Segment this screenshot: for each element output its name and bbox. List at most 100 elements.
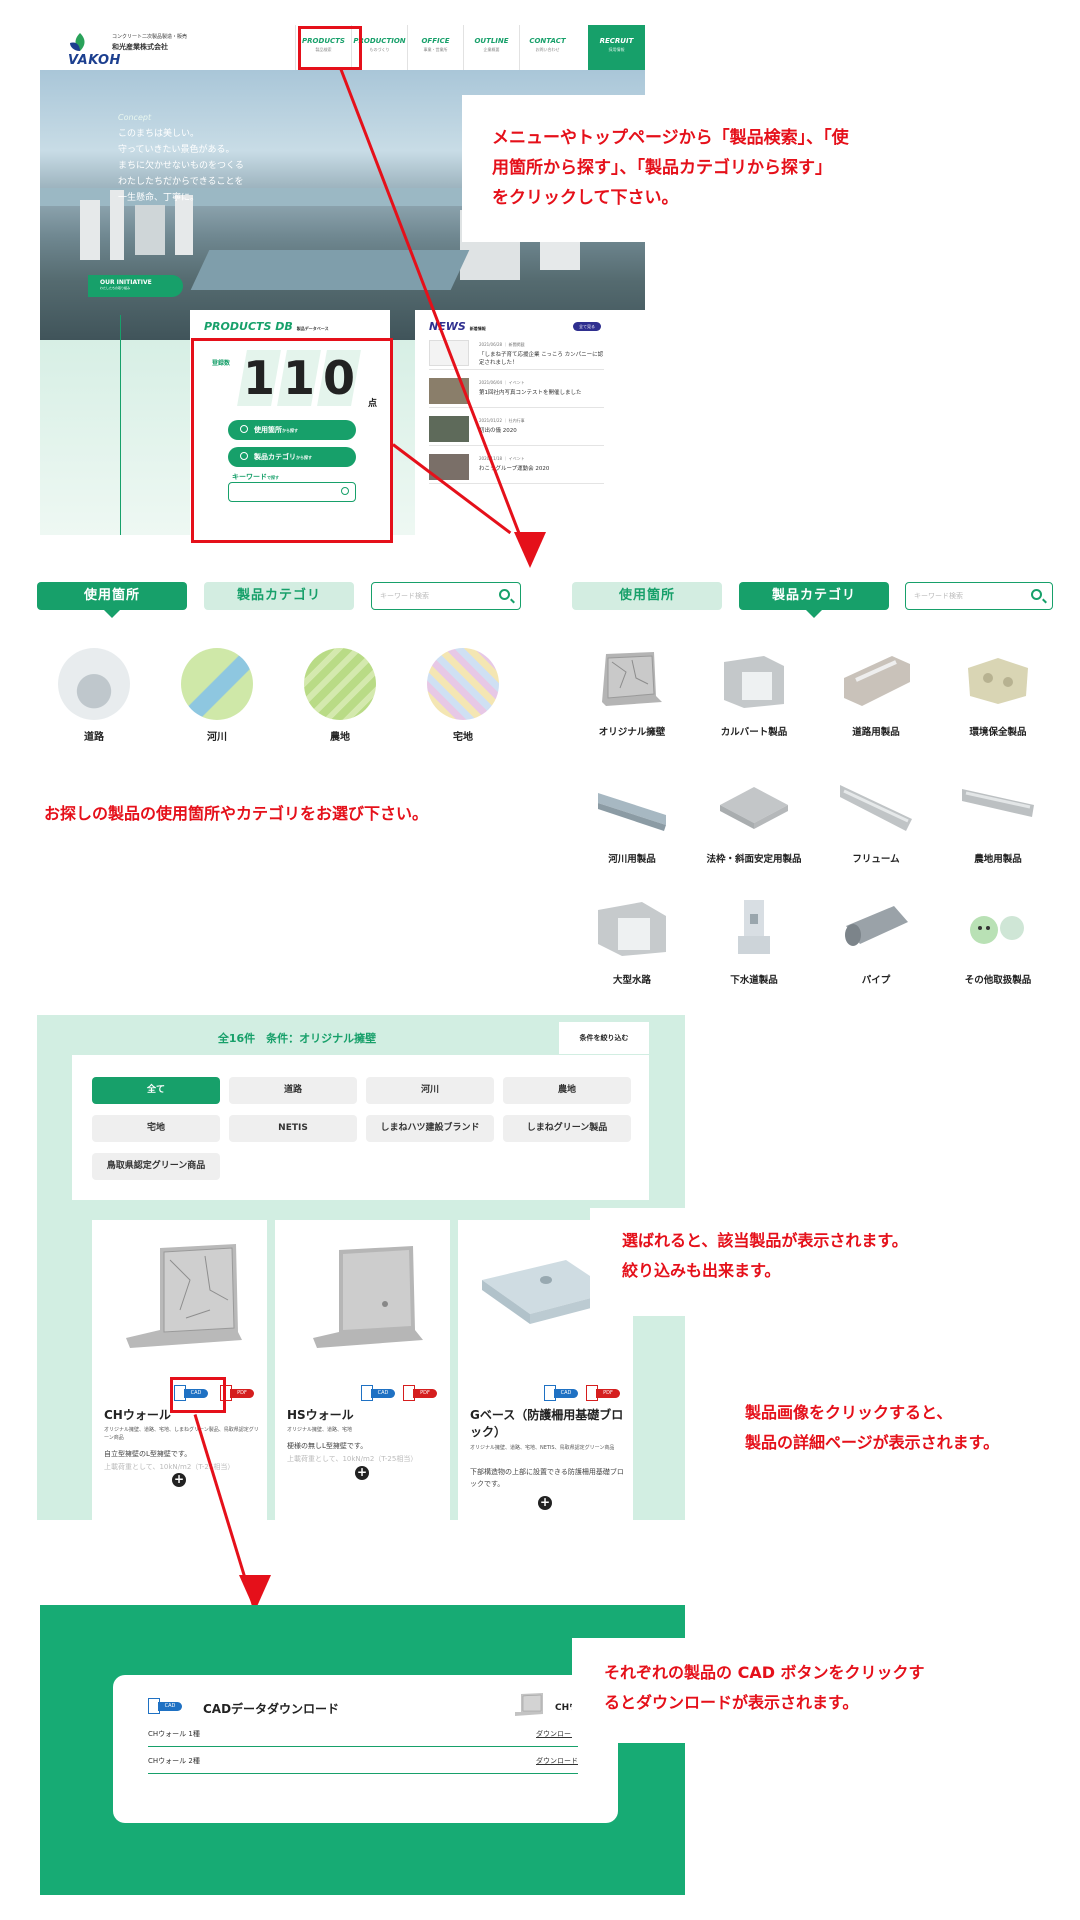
modal-title: CADデータダウンロード [203,1702,340,1716]
expand-plus-icon[interactable]: + [538,1495,552,1510]
leaf-logo-icon [70,33,85,51]
chip-residential[interactable]: 宅地 [92,1115,220,1142]
hero-building [80,200,100,260]
river-block-icon [598,793,666,831]
pipe-icon [845,906,908,946]
chip-farmland[interactable]: 農地 [503,1077,631,1104]
road-illustration-icon [58,648,130,720]
chip-shimane-brand[interactable]: しまねハツ建設ブランド [366,1115,494,1142]
product-name[interactable]: CHウォール [104,1408,171,1422]
cad-download-button[interactable]: CAD [361,1385,396,1401]
chip-tottori-green[interactable]: 鳥取県認定グリーン商品 [92,1153,220,1180]
search-icon[interactable] [341,487,349,495]
category-slope-stabilization[interactable]: 法枠・斜面安定用製品 [699,775,809,865]
place-road[interactable]: 道路 [49,648,139,743]
download-row: CHウォール 1種 ダウンロード [148,1720,578,1747]
search-icon[interactable] [499,589,510,600]
category-river-products[interactable]: 河川用製品 [577,775,687,865]
news-item[interactable]: 2021/01/22 ｜ 社内行事 初出の儀 2020 [429,414,604,446]
keyword-search-input[interactable]: キーワード検索 [371,582,521,610]
tab-category[interactable]: 製品カテゴリ [204,582,354,610]
product-description: 下部構造物の上部に設置できる防護柵用基礎ブロックです。 [470,1468,624,1488]
retaining-wall-icon [602,652,662,706]
category-culvert[interactable]: カルバート製品 [699,648,809,738]
place-river[interactable]: 河川 [172,648,262,743]
category-pipe[interactable]: パイプ [821,896,931,986]
chip-all[interactable]: 全て [92,1077,220,1104]
mascot-icon [970,916,1024,944]
product-image[interactable] [293,1240,433,1355]
download-row: CHウォール 2種 ダウンロード [148,1747,578,1774]
product-card[interactable]: CAD PDF HSウォール オリジナル擁壁、道路、宅地 梗様の無しL型擁壁です… [275,1220,450,1520]
expand-plus-icon[interactable]: + [355,1465,369,1480]
search-icon[interactable] [1031,589,1042,600]
download-link[interactable]: ダウンロード [536,1757,578,1765]
decorative-line [120,315,121,535]
logo-wordmark[interactable]: VAKOH [68,53,121,68]
tab-place[interactable]: 使用箇所 [37,582,187,618]
highlight-box [298,26,362,70]
chip-netis[interactable]: NETIS [229,1115,357,1142]
category-farmland-products[interactable]: 農地用製品 [943,775,1053,865]
category-original-retaining-wall[interactable]: オリジナル擁壁 [577,648,687,738]
news-text: 第1回社内写真コンテストを開催しました [479,390,582,396]
our-initiative-button[interactable]: OUR INITIATIVE わたしたちの取り組み [88,275,183,297]
place-residential[interactable]: 宅地 [418,648,508,743]
keyword-search-input[interactable]: キーワード検索 [905,582,1053,610]
filter-chips-panel: 全て 道路 河川 農地 宅地 NETIS しまねハツ建設ブランド しまねグリーン… [72,1055,649,1200]
hero-copy: Concept このまちは美しい。 守っていきたい景色がある。 まちに欠かせない… [118,113,244,203]
pdf-download-button[interactable]: PDF [403,1385,438,1401]
cad-icon: CAD [148,1698,183,1714]
category-environmental[interactable]: 環境保全製品 [943,648,1053,738]
product-card[interactable]: CAD PDF CHウォール オリジナル擁壁、道路、宅地、しまねグリーン製品、鳥… [92,1220,267,1520]
category-large-channel[interactable]: 大型水路 [577,896,687,986]
highlight-box [170,1377,226,1413]
product-description-fade: 上載荷重として、10kN/m2（T-25相当） [287,1455,418,1463]
download-link[interactable]: ダウンロード [536,1730,578,1738]
search-by-category-button[interactable]: 製品カテゴリから探す [228,447,356,467]
news-date: 2021/06/28 ｜ 新聞掲載 [479,342,525,347]
hero-building [135,205,165,255]
category-flume[interactable]: フリューム [821,775,931,865]
pdf-download-button[interactable]: PDF [586,1385,621,1401]
cad-download-modal: CAD CADデータダウンロード CHウォー CHウォール 1種 ダウンロード … [113,1675,618,1823]
expand-plus-icon[interactable]: + [172,1472,186,1487]
chip-river[interactable]: 河川 [366,1077,494,1104]
tab-category[interactable]: 製品カテゴリ [739,582,889,618]
large-channel-icon [598,902,666,956]
flume-icon [840,785,912,831]
chip-road[interactable]: 道路 [229,1077,357,1104]
keyword-search-input[interactable] [228,482,356,502]
news-text: 初出の儀 2020 [479,428,517,434]
place-farmland[interactable]: 農地 [295,648,385,743]
product-image[interactable] [110,1240,250,1355]
category-other[interactable]: その他取扱製品 [943,896,1053,986]
hero-building [175,195,193,255]
cad-download-button[interactable]: CAD [544,1385,579,1401]
cad-download-button[interactable]: CAD [174,1385,209,1401]
farmland-channel-icon [962,789,1034,817]
chip-shimane-green[interactable]: しまねグリーン製品 [503,1115,631,1142]
news-item[interactable]: 2021/06/04 ｜ イベント 第1回社内写真コンテストを開催しました [429,376,604,408]
farmland-illustration-icon [304,648,376,720]
category-sewer[interactable]: 下水道製品 [699,896,809,986]
search-by-place-button[interactable]: 使用箇所から探す [228,420,356,440]
refine-conditions-button[interactable]: 条件を絞り込む [559,1022,649,1054]
category-road-products[interactable]: 道路用製品 [821,648,931,738]
news-view-all-button[interactable]: 全て見る [573,322,601,331]
tab-place[interactable]: 使用箇所 [572,582,722,610]
product-name[interactable]: HSウォール [287,1408,354,1422]
product-name[interactable]: Gベース（防護柵用基礎ブロック） [470,1408,624,1439]
count-digit: 1 [282,351,315,405]
news-item[interactable]: 2020/11/18 ｜ イベント わこうグループ運動会 2020 [429,452,604,484]
annotation-note: 製品画像をクリックすると、 製品の詳細ページが表示されます。 [745,1398,1000,1458]
